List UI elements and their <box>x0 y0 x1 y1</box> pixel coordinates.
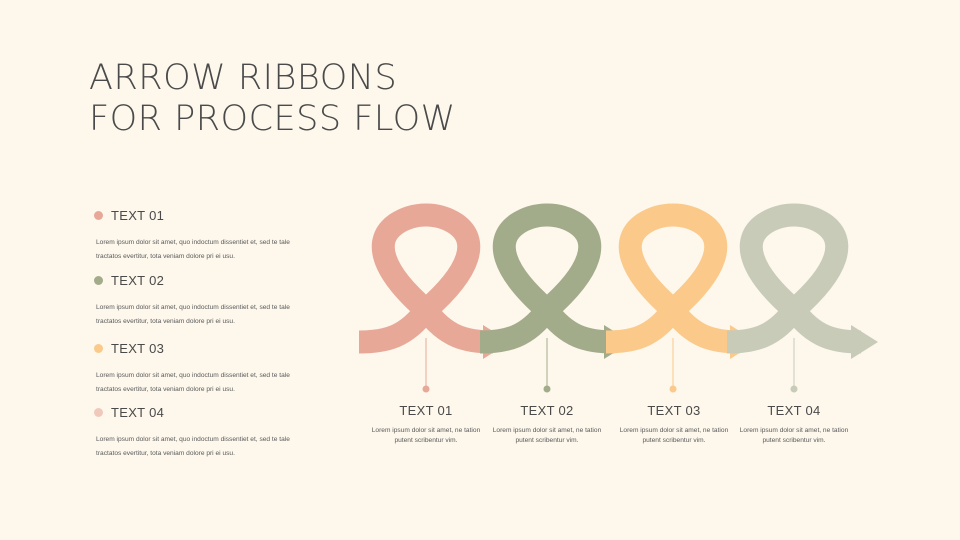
step-text-1: Lorem ipsum dolor sit amet, ne tation pu… <box>371 427 481 444</box>
left-item-label: TEXT 03 <box>111 340 165 356</box>
bullet-dot-2 <box>94 275 103 285</box>
connector-dot <box>790 385 798 393</box>
slide-title: ARROW RIBBONS FOR PROCESS FLOW <box>89 58 456 140</box>
left-item-label: TEXT 02 <box>111 272 165 288</box>
left-item-1: TEXT 01 Lorem ipsum dolor sit amet, quo … <box>94 206 314 263</box>
step-label-4: TEXT 04 <box>767 403 821 418</box>
left-item-2: TEXT 02 Lorem ipsum dolor sit amet, quo … <box>94 271 314 328</box>
ribbon-step-3 <box>606 215 757 393</box>
bullet-dot-3 <box>94 343 103 353</box>
step-text-3: Lorem ipsum dolor sit amet, ne tation pu… <box>619 427 729 444</box>
arrow-head <box>851 325 878 359</box>
ribbon-loop <box>727 215 861 342</box>
ribbon-loop <box>606 215 740 342</box>
step-label-1: TEXT 01 <box>399 403 453 418</box>
step-label-3: TEXT 03 <box>647 403 701 418</box>
left-item-label: TEXT 04 <box>111 404 165 420</box>
left-item-text: Lorem ipsum dolor sit amet, quo indoctum… <box>96 304 290 325</box>
ribbon-step-1 <box>359 215 510 393</box>
bullet-dot-1 <box>94 210 103 220</box>
left-item-label: TEXT 01 <box>111 207 165 223</box>
connector-dot <box>669 385 677 393</box>
connector-dot <box>543 385 551 393</box>
left-item-4: TEXT 04 Lorem ipsum dolor sit amet, quo … <box>94 403 314 460</box>
step-text-2: Lorem ipsum dolor sit amet, ne tation pu… <box>492 427 602 444</box>
ribbon-loop <box>359 215 493 342</box>
title-line-1: ARROW RIBBONS <box>89 58 398 98</box>
step-text-4: Lorem ipsum dolor sit amet, ne tation pu… <box>739 427 849 444</box>
left-item-text: Lorem ipsum dolor sit amet, quo indoctum… <box>96 239 290 260</box>
bullet-dot-4 <box>94 407 103 417</box>
connector-dot <box>422 385 430 393</box>
ribbon-step-4 <box>727 215 878 393</box>
left-item-text: Lorem ipsum dolor sit amet, quo indoctum… <box>96 372 290 393</box>
left-item-text: Lorem ipsum dolor sit amet, quo indoctum… <box>96 436 290 457</box>
ribbon-loop <box>480 215 614 342</box>
step-label-2: TEXT 02 <box>520 403 574 418</box>
ribbon-step-2 <box>480 215 631 393</box>
title-line-2: FOR PROCESS FLOW <box>89 99 456 139</box>
left-item-3: TEXT 03 Lorem ipsum dolor sit amet, quo … <box>94 339 314 396</box>
